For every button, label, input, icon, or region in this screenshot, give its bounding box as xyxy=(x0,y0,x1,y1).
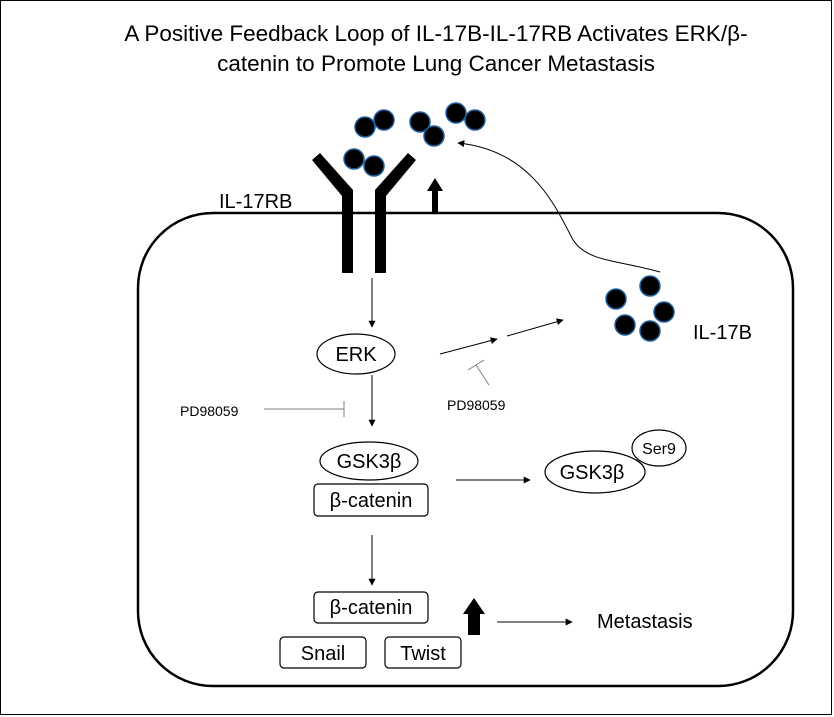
upregulation-arrow-receptor xyxy=(427,178,443,212)
ligand-dot xyxy=(464,109,486,131)
il17rb-receptor xyxy=(312,153,416,273)
inhibitor-left-label: PD98059 xyxy=(180,403,239,419)
inhibitor-right-label: PD98059 xyxy=(447,397,506,413)
inhibitor-line-right xyxy=(475,364,490,386)
inhibitor-bar-right xyxy=(467,359,485,371)
arrow-erk-to-secretion xyxy=(439,337,498,355)
ser9-label: Ser9 xyxy=(642,441,676,458)
ligand-dot xyxy=(639,320,661,342)
ligand-dot xyxy=(409,111,431,133)
nuclear-bcatenin-label: β-catenin xyxy=(330,597,413,619)
title-line-1: A Positive Feedback Loop of IL-17B-IL-17… xyxy=(124,21,748,46)
twist-box xyxy=(384,636,462,669)
ser9-node xyxy=(631,429,687,467)
ligand-dot xyxy=(605,288,627,310)
gsk3b-label: GSK3β xyxy=(337,451,402,473)
ligand-dot xyxy=(653,301,675,323)
upregulation-arrow-nuclear xyxy=(463,598,485,635)
ligand-dot xyxy=(373,109,395,131)
ligand-dot xyxy=(363,155,385,177)
nuclear-bcatenin-box xyxy=(313,591,429,624)
bcatenin-label: β-catenin xyxy=(330,490,413,512)
receptor-stem-left xyxy=(342,213,353,273)
secreted-ligands xyxy=(605,275,675,342)
ligand-dot xyxy=(614,314,636,336)
receptor-label: IL-17RB xyxy=(219,191,292,213)
snail-box xyxy=(279,636,367,669)
snail-label: Snail xyxy=(301,643,345,665)
ligand-dot xyxy=(343,148,365,170)
metastasis-label: Metastasis xyxy=(597,611,693,633)
ligand-dot xyxy=(423,125,445,147)
gsk3b-node xyxy=(319,441,419,481)
ligand-label: IL-17B xyxy=(693,322,752,344)
diagram-title: A Positive Feedback Loop of IL-17B-IL-17… xyxy=(41,19,831,79)
feedback-arrow xyxy=(457,140,661,273)
erk-node xyxy=(316,333,396,375)
receptor-arm-right xyxy=(375,153,416,213)
receptor-stem-right xyxy=(375,213,386,273)
cell-membrane xyxy=(136,211,795,688)
erk-label: ERK xyxy=(335,344,377,366)
ligand-dot xyxy=(354,116,376,138)
phospho-gsk3b-node xyxy=(544,450,646,494)
bcatenin-box xyxy=(313,483,429,517)
twist-label: Twist xyxy=(400,643,446,665)
title-line-2: catenin to Promote Lung Cancer Metastasi… xyxy=(217,51,655,76)
phospho-gsk3b-label: GSK3β xyxy=(560,462,625,484)
arrow-secretion-to-ligand xyxy=(506,318,564,337)
ligand-dot xyxy=(445,102,467,124)
ligand-dot xyxy=(639,275,661,297)
receptor-arm-left xyxy=(312,153,353,213)
extracellular-ligands xyxy=(343,102,486,177)
